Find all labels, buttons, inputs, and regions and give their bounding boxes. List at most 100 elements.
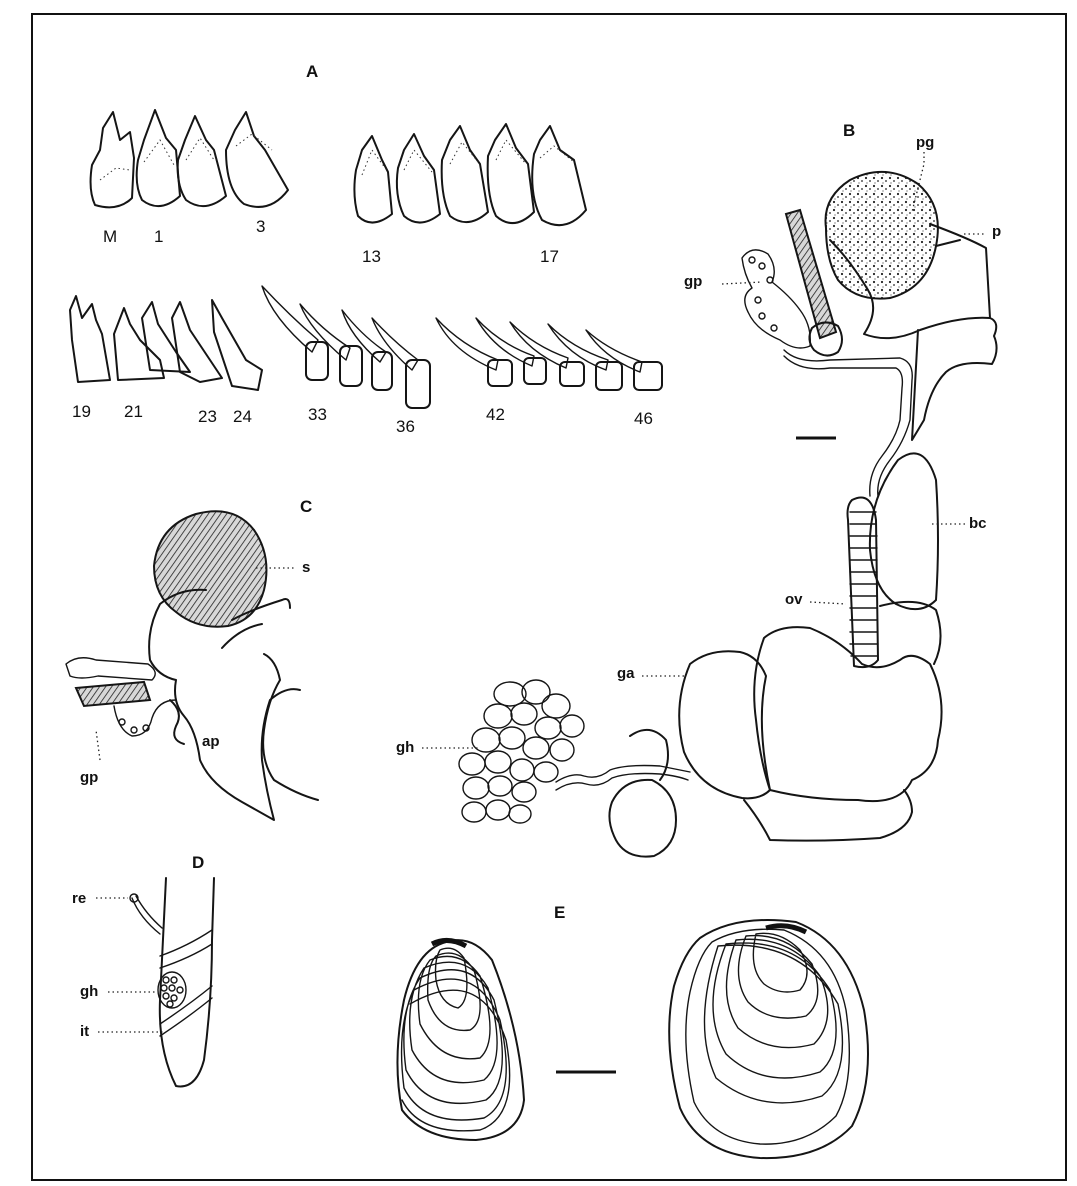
acinus-d: [171, 995, 177, 1001]
label-p: p: [992, 223, 1001, 240]
tooth-label-21: 21: [124, 402, 143, 421]
oviduct: [848, 498, 879, 668]
acinus-d: [163, 993, 169, 999]
acinus: [542, 694, 570, 718]
papilla-6: [771, 325, 777, 331]
tooth-row-5: 42 46: [436, 318, 662, 428]
acinus-d: [171, 977, 177, 983]
hermaphrodite-duct: [556, 766, 690, 791]
tooth-label-23: 23: [198, 407, 217, 426]
panel-c: C s gp ap: [66, 497, 318, 820]
tooth-label-24: 24: [233, 407, 252, 426]
oviduct-outline: [848, 498, 879, 668]
panel-e: E: [397, 903, 868, 1158]
acinus: [459, 753, 485, 775]
label-gp-b: gp: [684, 273, 702, 290]
acinus: [523, 737, 549, 759]
acinus: [509, 805, 531, 823]
banded-duct-c: [76, 682, 150, 706]
tooth-34-base: [340, 346, 362, 386]
acinus: [560, 715, 584, 737]
label-it: it: [80, 1023, 89, 1040]
panel-d-letter: D: [192, 853, 204, 872]
tooth-label-36: 36: [396, 417, 415, 436]
hermaphrodite-gland-d: [158, 972, 186, 1008]
tooth-44-base: [560, 362, 584, 386]
label-gh-d: gh: [80, 983, 98, 1000]
panel-d: D re gh it: [72, 853, 214, 1086]
acinus: [512, 782, 536, 802]
shell-outline-2: [669, 920, 868, 1158]
leader-gp-c: [96, 730, 100, 760]
tooth-row-4: 33 36: [262, 286, 430, 436]
label-bc: bc: [969, 515, 987, 532]
label-ga: ga: [617, 665, 635, 682]
label-ap: ap: [202, 733, 220, 750]
tooth-36: [372, 318, 418, 370]
tooth-44: [510, 322, 568, 368]
tooth-m: [91, 112, 134, 207]
tooth-16: [488, 124, 534, 223]
papilla-c2: [131, 727, 137, 733]
acinus-d: [163, 977, 169, 983]
panel-c-letter: C: [300, 497, 312, 516]
tooth-label-19: 19: [72, 402, 91, 421]
label-gp-c: gp: [80, 769, 98, 786]
tooth-46-base: [634, 362, 662, 390]
acinus: [511, 703, 537, 725]
leader-ov: [810, 602, 846, 604]
label-pg: pg: [916, 134, 934, 151]
tooth-43-base: [524, 358, 546, 384]
acinus: [499, 727, 525, 749]
label-gh-b: gh: [396, 739, 414, 756]
tooth-1: [137, 110, 180, 206]
acinus: [535, 717, 561, 739]
acinus: [534, 762, 558, 782]
tooth-45-base: [596, 362, 622, 390]
papilla-5: [759, 313, 765, 319]
tooth-15: [442, 126, 488, 222]
tooth-label-33: 33: [308, 405, 327, 424]
acinus: [488, 776, 512, 796]
tooth-label-17: 17: [540, 247, 559, 266]
acinus-d: [161, 985, 167, 991]
oviduct-folds: [850, 512, 878, 656]
tooth-row-1-inner-lines: [100, 134, 272, 180]
tooth-row-3: 19 21 23 24: [70, 296, 262, 426]
tooth-17: [532, 126, 586, 225]
papilla-c1: [119, 719, 125, 725]
panel-e-letter: E: [554, 903, 565, 922]
leader-gp: [722, 282, 762, 284]
panel-a-letter: A: [306, 62, 318, 81]
acinus-d: [167, 1001, 173, 1007]
papilla-1: [749, 257, 755, 263]
shell-growth-lines-2: [686, 929, 850, 1144]
tooth-2: [178, 116, 226, 206]
panel-b: B: [396, 121, 1001, 857]
genital-papilla-c: [66, 658, 155, 680]
acinus: [486, 800, 510, 820]
body-edge-c: [263, 654, 318, 800]
stomach: [154, 511, 266, 627]
papilla-2: [759, 263, 765, 269]
shell-growth-lines-1: [402, 948, 510, 1131]
panel-a: A M 1 3 13 17: [70, 62, 662, 436]
tooth-label-13: 13: [362, 247, 381, 266]
acinus: [484, 704, 512, 728]
acinus: [550, 739, 574, 761]
talon-lobe: [609, 730, 676, 857]
label-re: re: [72, 890, 86, 907]
tooth-row-1: M 1 3: [91, 110, 288, 246]
tooth-19: [70, 296, 110, 382]
acinus: [510, 759, 534, 781]
label-s: s: [302, 559, 310, 576]
tooth-label-42: 42: [486, 405, 505, 424]
tooth-3: [226, 112, 288, 207]
acinus: [494, 682, 526, 706]
tooth-label-3: 3: [256, 217, 265, 236]
acinus: [462, 802, 486, 822]
tooth-label-m: M: [103, 227, 117, 246]
acinus-d: [177, 987, 183, 993]
atrial-process: [170, 700, 184, 744]
